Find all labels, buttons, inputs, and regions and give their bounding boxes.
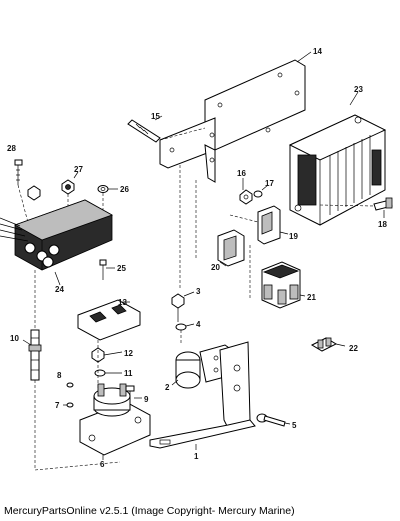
callout-24: 24 xyxy=(55,285,64,294)
holder-part-19 xyxy=(257,205,281,245)
callout-9: 9 xyxy=(144,395,149,404)
callout-28: 28 xyxy=(7,144,16,153)
bracket-part-14 xyxy=(159,59,306,183)
callout-11: 11 xyxy=(124,369,133,378)
callout-12: 12 xyxy=(124,349,133,358)
cover-part-13 xyxy=(77,299,141,341)
stud-part-10 xyxy=(28,329,42,381)
solenoid-part-6 xyxy=(79,383,151,456)
holder-part-20 xyxy=(217,229,245,267)
callout-25: 25 xyxy=(117,264,126,273)
callout-15: 15 xyxy=(151,112,160,121)
callout-3: 3 xyxy=(196,287,201,296)
callout-23: 23 xyxy=(354,85,363,94)
callout-14: 14 xyxy=(313,47,322,56)
callout-21: 21 xyxy=(307,293,316,302)
callout-22: 22 xyxy=(349,344,358,353)
callout-8: 8 xyxy=(57,371,62,380)
bolt-part-3 xyxy=(171,293,185,322)
callout-10: 10 xyxy=(10,334,19,343)
washer-part-4 xyxy=(175,323,187,331)
nut-part-16 xyxy=(239,189,253,205)
callout-20: 20 xyxy=(211,263,220,272)
bolt-part-15 xyxy=(127,119,161,143)
callout-27: 27 xyxy=(74,165,83,174)
washer-part-26 xyxy=(97,185,109,193)
screw-part-5 xyxy=(256,413,286,427)
callout-4: 4 xyxy=(196,320,201,329)
callout-2: 2 xyxy=(165,383,170,392)
bolt-part-9 xyxy=(125,385,135,410)
bolt-part-25 xyxy=(99,259,107,280)
callout-26: 26 xyxy=(120,185,129,194)
washer-part-8 xyxy=(66,382,74,388)
nut-left xyxy=(27,185,41,201)
callout-17: 17 xyxy=(265,179,274,188)
clip-part-7 xyxy=(66,402,74,408)
washer-part-17 xyxy=(253,190,263,198)
module-part-23 xyxy=(288,114,387,226)
fuse-part-22 xyxy=(310,337,338,352)
bracket-part-1 xyxy=(149,341,256,449)
copyright-footer: MercuryPartsOnline v2.5.1 (Image Copyrig… xyxy=(4,505,295,517)
washer-part-11 xyxy=(94,369,106,377)
callout-6: 6 xyxy=(100,460,105,469)
nut-part-27 xyxy=(61,179,75,195)
screw-part-28 xyxy=(14,159,23,185)
callout-1: 1 xyxy=(194,452,199,461)
callout-5: 5 xyxy=(292,421,297,430)
callout-13: 13 xyxy=(118,298,127,307)
callout-18: 18 xyxy=(378,220,387,229)
callout-7: 7 xyxy=(55,401,60,410)
callout-16: 16 xyxy=(237,169,246,178)
terminal-block-part-24 xyxy=(0,199,113,271)
callout-19: 19 xyxy=(289,232,298,241)
relay-part-21 xyxy=(261,261,301,309)
screw-part-18 xyxy=(373,197,393,211)
